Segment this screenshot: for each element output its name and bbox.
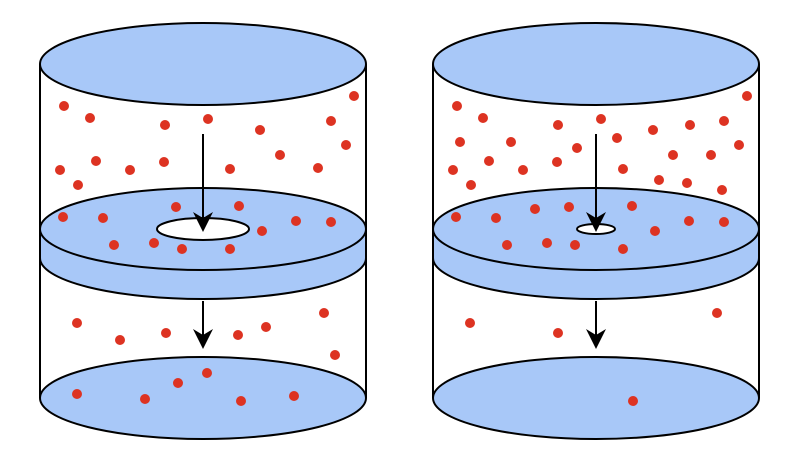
particle: [330, 350, 340, 360]
particle: [685, 120, 695, 130]
particle: [455, 137, 465, 147]
particle: [719, 217, 729, 227]
particle: [627, 201, 637, 211]
particle: [177, 244, 187, 254]
particle: [451, 212, 461, 222]
particle: [72, 389, 82, 399]
particle: [654, 175, 664, 185]
particle: [684, 216, 694, 226]
particle: [719, 116, 729, 126]
particle: [85, 113, 95, 123]
particle: [717, 185, 727, 195]
particle: [478, 113, 488, 123]
cylinder-large-hole: [39, 22, 367, 440]
particle: [553, 120, 563, 130]
particle: [115, 335, 125, 345]
particle: [572, 143, 582, 153]
particle: [326, 217, 336, 227]
particle: [236, 396, 246, 406]
particle: [125, 165, 135, 175]
particle: [255, 125, 265, 135]
particle: [225, 164, 235, 174]
particle: [530, 204, 540, 214]
particle: [491, 213, 501, 223]
particle: [712, 308, 722, 318]
particle: [313, 163, 323, 173]
particle: [98, 213, 108, 223]
cylinder-small-hole: [432, 22, 760, 440]
particle: [618, 164, 628, 174]
particle: [326, 116, 336, 126]
particle: [596, 114, 606, 124]
particle: [564, 202, 574, 212]
particle: [257, 226, 267, 236]
particle: [349, 91, 359, 101]
bottom-disk: [432, 356, 760, 440]
particle: [465, 318, 475, 328]
particle: [484, 156, 494, 166]
particle: [319, 308, 329, 318]
particle: [570, 240, 580, 250]
particle: [109, 240, 119, 250]
particle: [289, 391, 299, 401]
bottom-disk: [39, 356, 367, 440]
particle: [55, 165, 65, 175]
particle: [59, 101, 69, 111]
particle: [552, 157, 562, 167]
particle: [203, 114, 213, 124]
particle: [612, 133, 622, 143]
particle: [452, 101, 462, 111]
particle: [291, 216, 301, 226]
particle: [506, 137, 516, 147]
top-lid: [432, 22, 760, 106]
particle: [542, 238, 552, 248]
particle: [160, 120, 170, 130]
particle: [233, 330, 243, 340]
particle: [502, 240, 512, 250]
particle: [742, 91, 752, 101]
particle: [173, 378, 183, 388]
particle: [161, 328, 171, 338]
particle: [140, 394, 150, 404]
particle: [202, 368, 212, 378]
particle: [628, 396, 638, 406]
particle: [518, 165, 528, 175]
particle: [618, 244, 628, 254]
particle: [91, 156, 101, 166]
particle: [650, 226, 660, 236]
particle: [58, 212, 68, 222]
particle: [648, 125, 658, 135]
particle: [275, 150, 285, 160]
particle: [73, 180, 83, 190]
particle: [72, 318, 82, 328]
particle: [261, 322, 271, 332]
particle: [682, 178, 692, 188]
particle: [149, 238, 159, 248]
particle: [448, 165, 458, 175]
particle: [159, 157, 169, 167]
particle: [341, 140, 351, 150]
particle: [668, 150, 678, 160]
particle: [225, 244, 235, 254]
particle: [706, 150, 716, 160]
particle: [466, 180, 476, 190]
particle: [234, 201, 244, 211]
particle: [171, 202, 181, 212]
particle: [553, 328, 563, 338]
top-lid: [39, 22, 367, 106]
particle: [734, 140, 744, 150]
